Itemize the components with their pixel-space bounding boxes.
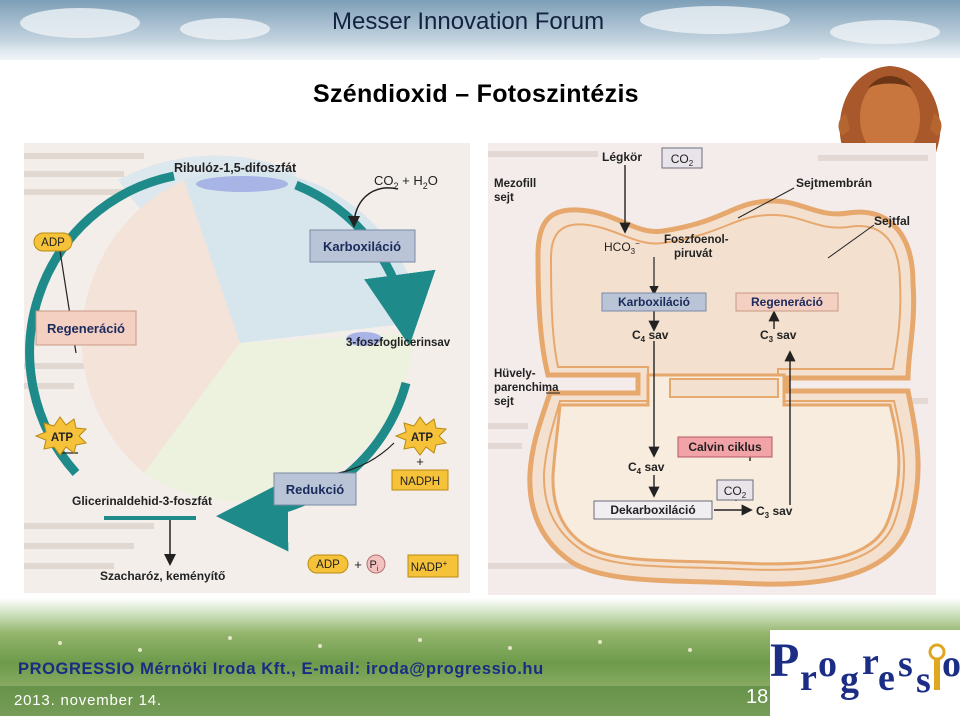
carboxylation-box: Karboxiláció	[323, 239, 401, 254]
c3-acid-top: C3 sav	[760, 328, 797, 344]
svg-text:P: P	[770, 634, 799, 687]
bundle-sheath-label-2: parenchima	[494, 382, 559, 394]
bundle-sheath-label-1: Hüvely-	[494, 368, 536, 380]
adp-bottom-badge: ADP	[316, 559, 340, 571]
adp-top-badge: ADP	[41, 237, 65, 249]
atp-right-badge: ATP	[411, 432, 433, 444]
calvin-cycle-box: Calvin ciklus	[688, 440, 762, 454]
svg-text:r: r	[862, 641, 879, 683]
svg-text:o: o	[818, 643, 837, 685]
ribulose-label: Ribulóz-1,5-difoszfát	[174, 161, 297, 175]
header-fade	[0, 40, 960, 100]
reduction-box: Redukció	[286, 482, 345, 497]
c4-pathway-diagram: Légkör CO2 Mezofill sejt Sejtmembrán Sej…	[488, 143, 936, 595]
sucrose-starch-label: Szacharóz, keményítő	[100, 569, 225, 583]
nadph-badge: NADPH	[400, 476, 440, 488]
co2-h2o-label: CO2 + H2O	[374, 173, 438, 191]
atp-left-badge: ATP	[51, 432, 73, 444]
svg-text:g: g	[840, 659, 859, 701]
phosphate-badge: Pi	[370, 559, 379, 573]
cell-wall-label: Sejtfal	[874, 214, 910, 228]
plus-sign-2: +	[354, 557, 362, 572]
c4-acid-bottom: C4 sav	[628, 460, 665, 476]
svg-text:s: s	[898, 643, 913, 685]
pep-label-2: piruvát	[674, 248, 713, 260]
phosphoglycerate-label: 3-foszfoglicerinsav	[346, 337, 451, 349]
footer-company: PROGRESSIO Mérnöki Iroda Kft., E-mail: i…	[18, 660, 544, 678]
mesophyll-label-2: sejt	[494, 192, 514, 204]
regeneration-box-right: Regeneráció	[751, 295, 823, 309]
footer-date: 2013. november 14.	[14, 692, 162, 709]
slide-title: Széndioxid – Fotoszintézis	[313, 80, 639, 108]
plus-sign: +	[416, 454, 424, 469]
bicarbonate-label: HCO3−	[604, 239, 640, 256]
decarboxylation-box: Dekarboxiláció	[610, 503, 695, 517]
header-title: Messer Innovation Forum	[332, 8, 605, 35]
bundle-sheath-label-3: sejt	[494, 396, 514, 408]
calvin-cycle-diagram: Ribulóz-1,5-difoszfát CO2 + H2O ADP Karb…	[24, 143, 470, 593]
atmosphere-label: Légkör	[602, 150, 642, 164]
co2-atmosphere-box: CO2	[671, 152, 694, 168]
svg-text:e: e	[878, 657, 895, 699]
progressio-logo: P r o g r e s s o	[770, 630, 960, 716]
svg-text:o: o	[942, 643, 960, 685]
svg-text:s: s	[916, 659, 931, 701]
svg-text:r: r	[800, 657, 817, 699]
regeneration-box: Regeneráció	[47, 321, 125, 336]
c3-acid-bottom: C3 sav	[756, 504, 793, 520]
pep-label-1: Foszfoenol-	[664, 234, 729, 246]
mesophyll-label-1: Mezofill	[494, 178, 536, 190]
glyceraldehyde-label: Glicerinaldehid-3-foszfát	[72, 494, 212, 508]
co2-bottom-box: CO2	[724, 484, 747, 500]
nadp-badge: NADP+	[411, 559, 448, 574]
cell-membrane-label: Sejtmembrán	[796, 176, 872, 190]
c4-acid-top: C4 sav	[632, 328, 669, 344]
carboxylation-box-right: Karboxiláció	[618, 295, 690, 309]
page-number: 18	[746, 686, 769, 708]
